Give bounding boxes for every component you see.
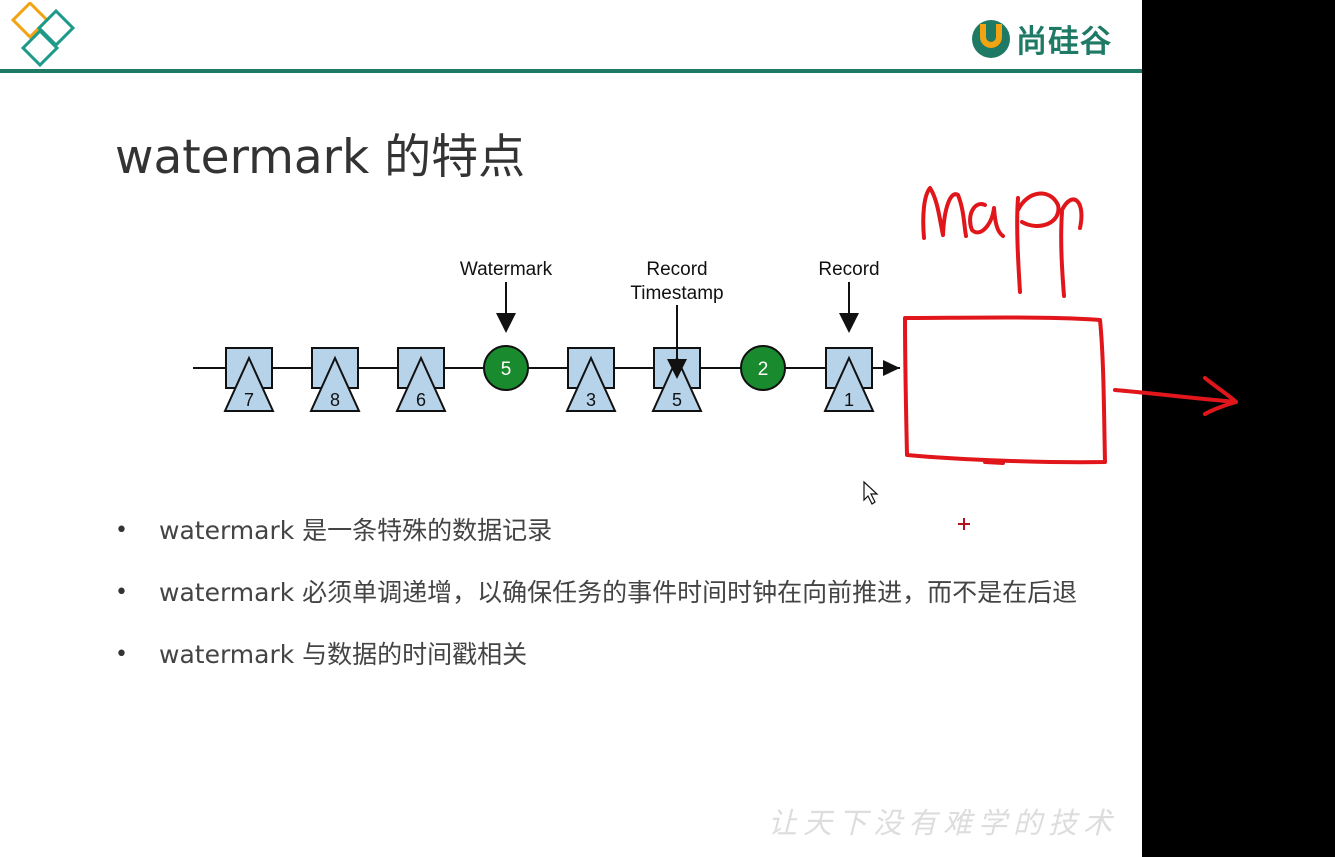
watermark-label: Watermark [460, 259, 553, 280]
timestamp-triangle [565, 355, 617, 412]
watermark-diagram: 7 8 6 5 3 5 2 1 Watermark Record Timestamp Reco… [193, 259, 900, 412]
slide-title: watermark 的特点 [115, 130, 526, 185]
timestamp-triangle [823, 355, 875, 412]
brand-badge-icon [972, 19, 1010, 58]
record-timestamp-label-line1: Record [646, 259, 707, 280]
record-label: Record [818, 259, 879, 280]
stream-watermark: 5 [483, 345, 529, 391]
record-timestamp-value: 5 [672, 390, 682, 410]
watermark-circle [740, 345, 786, 391]
stream-record: 6 [395, 347, 447, 412]
bullet-text: watermark 与数据的时间戳相关 [159, 640, 528, 669]
record-timestamp-value: 6 [416, 390, 426, 410]
timestamp-triangle [309, 355, 361, 412]
header-divider [0, 69, 1142, 73]
bullet-item: • watermark 必须单调递增，以确保任务的事件时间时钟在向前推进，而不是在… [115, 562, 1105, 624]
bullet-marker: • [115, 518, 128, 543]
brand-logo: 尚硅谷 [972, 16, 1112, 61]
bullet-text: watermark 必须单调递增，以确保任务的事件时间时钟在向前推进，而不是在后… [159, 578, 1078, 607]
diamond-logo-icon [10, 2, 76, 68]
record-timestamp-label-line2: Timestamp [630, 283, 723, 304]
stream-items: 7 8 6 5 3 5 2 1 [223, 345, 875, 412]
slide: 尚硅谷 watermark 的特点 7 8 6 5 3 5 2 1 Watermark Rec… [0, 0, 1142, 857]
footer-slogan-watermark: 让天下没有难学的技术 [768, 806, 1119, 840]
stream-record: 3 [565, 347, 617, 412]
stream-record: 1 [823, 347, 875, 412]
bullet-text: watermark 是一条特殊的数据记录 [159, 516, 553, 545]
stream-watermark: 2 [740, 345, 786, 391]
bullet-item: • watermark 是一条特殊的数据记录 [115, 500, 1105, 562]
timestamp-triangle [395, 355, 447, 412]
timestamp-triangle [223, 355, 275, 412]
bullet-item: • watermark 与数据的时间戳相关 [115, 624, 1105, 686]
watermark-circle [483, 345, 529, 391]
watermark-value: 5 [501, 359, 512, 380]
timestamp-triangle [651, 355, 703, 412]
record-timestamp-value: 7 [244, 390, 254, 410]
record-timestamp-value: 8 [330, 390, 340, 410]
stream-record: 7 [223, 347, 275, 412]
bullet-marker: • [115, 642, 128, 667]
record-timestamp-value: 1 [844, 390, 854, 410]
record-timestamp-value: 3 [586, 390, 596, 410]
stream-record: 8 [309, 347, 361, 412]
bullet-list: • watermark 是一条特殊的数据记录 • watermark 必须单调递增，… [115, 500, 1105, 686]
bullet-marker: • [115, 580, 128, 605]
stream-arrowhead-icon [883, 360, 900, 376]
brand-name: 尚硅谷 [1016, 24, 1112, 60]
watermark-value: 2 [758, 359, 769, 380]
